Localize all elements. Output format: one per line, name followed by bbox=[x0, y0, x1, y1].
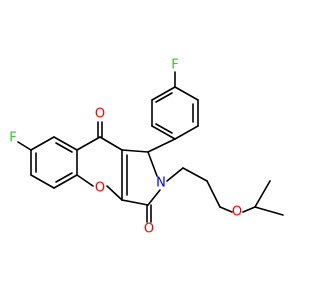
bond bbox=[174, 125, 199, 140]
bond bbox=[254, 206, 284, 216]
ring-oxygen-label: O bbox=[95, 181, 105, 196]
bond bbox=[106, 185, 123, 201]
bond bbox=[99, 136, 123, 151]
bond bbox=[254, 180, 271, 208]
ketone-oxygen-label: O bbox=[95, 107, 105, 122]
bond bbox=[121, 199, 149, 206]
bond bbox=[147, 189, 161, 206]
bond bbox=[30, 174, 55, 189]
molecule-canvas: F F O O O N O bbox=[9, 58, 284, 237]
bond bbox=[174, 86, 199, 101]
bond bbox=[151, 86, 176, 101]
bond bbox=[151, 125, 176, 140]
ether-oxygen-label: O bbox=[232, 205, 242, 220]
bond bbox=[206, 180, 221, 208]
nitrogen-atom-label: N bbox=[156, 176, 166, 191]
bond bbox=[76, 174, 94, 187]
bond bbox=[166, 167, 184, 182]
atom-labels: F F O O O N O bbox=[9, 58, 242, 237]
bond bbox=[53, 136, 78, 151]
bond bbox=[155, 123, 173, 134]
bond bbox=[182, 167, 208, 182]
bonds bbox=[17, 71, 284, 223]
bond bbox=[147, 151, 158, 177]
bond bbox=[76, 136, 101, 151]
bond bbox=[121, 149, 149, 153]
fluorine-atom-label: F bbox=[9, 131, 16, 146]
imide-oxygen-label: O bbox=[144, 222, 154, 237]
bond bbox=[147, 138, 176, 153]
bond bbox=[30, 136, 55, 151]
bond bbox=[155, 92, 173, 103]
bond bbox=[17, 141, 32, 151]
bond bbox=[219, 206, 233, 213]
bond bbox=[55, 142, 73, 153]
fluorine-atom-label: F bbox=[171, 58, 178, 73]
bond bbox=[55, 172, 73, 183]
bond bbox=[53, 174, 78, 189]
structure-diagram: F F O O O N O bbox=[9, 58, 284, 237]
bond bbox=[242, 206, 256, 213]
